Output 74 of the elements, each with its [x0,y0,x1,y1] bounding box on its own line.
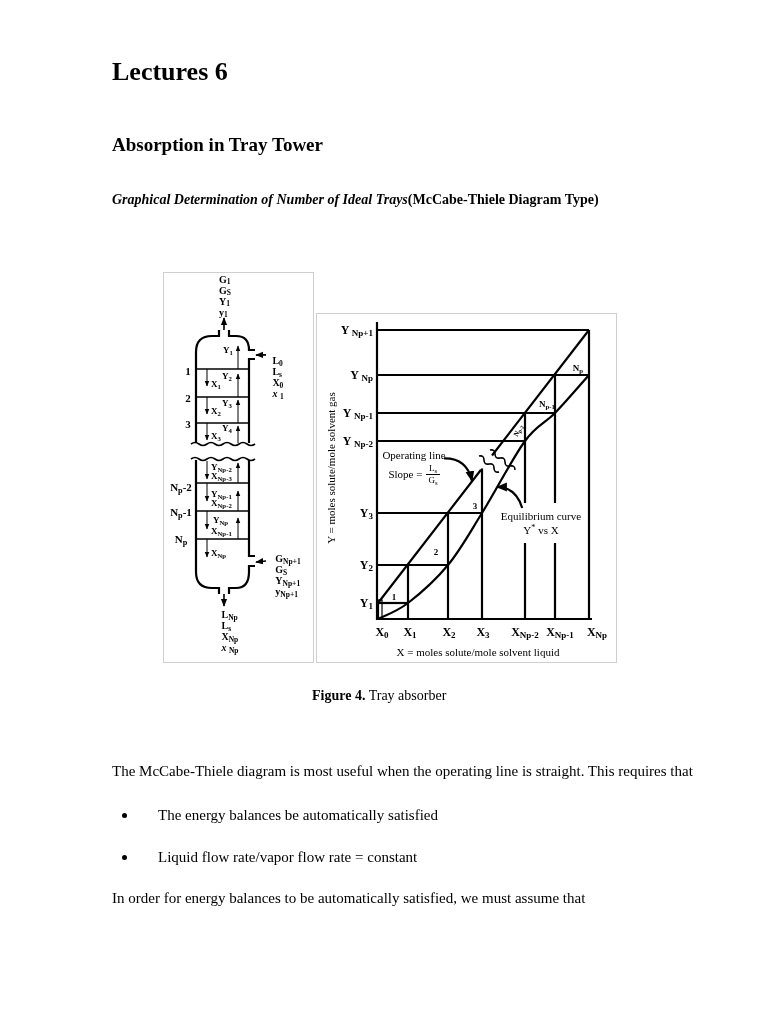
stream-label: L$_{Np}$ [221,609,238,620]
stream-label: G$_{S}$ [275,564,288,575]
stream-label: y$_{1}$ [219,306,228,318]
stream-label: X$_{Np}$ [211,548,227,558]
subheading: Graphical Determination of Number of Ideal Trays(McCabe-Thiele Diagram Type) [112,191,599,209]
tick-label: X$_{1}$ [403,626,417,638]
stream-label: Y$_{4}$ [222,423,232,433]
stream-label: Y$_{Np+1}$ [275,575,301,586]
tray-number: N$_{p}$-2 [170,481,192,493]
stream-label: X$_{Np}$ [221,631,239,642]
leader-arrow [443,457,474,483]
stream-label: Y$_{3}$ [222,398,232,408]
callout-text: Y$^{*}$ vs X [523,524,559,538]
leader-arrow [495,483,524,509]
stream-label: X$_{Np-1}$ [211,526,232,536]
tray-number: N$_{p}$ [174,533,188,545]
callout-text: Slope = [388,468,423,482]
list-item: The energy balances be automatically satisfied [158,805,439,825]
stage-number: 3 [472,501,478,511]
stream-label: G$_{S}$ [219,284,231,296]
tick-label: Y $_{Np-1}$ [342,407,373,419]
tick-label: X$_{Np-1}$ [546,626,574,638]
tick-label: X$_{Np}$ [586,626,608,638]
stream-label: Y$_{1}$ [219,295,230,307]
fraction-denominator: G$_{s}$ [426,474,440,487]
stream-label: X$_{2}$ [211,406,221,416]
stage-number: N$_{p}$ [572,363,584,373]
flow-arrow [255,558,267,565]
stage-number: 2 [433,547,439,557]
tick-label: Y$_{3}$ [359,507,373,519]
tick-label: Y $_{Np}$ [350,369,373,381]
tick-label: X$_{0}$ [375,626,389,638]
tray-number: N$_{p}$-1 [170,506,192,518]
section-heading: Absorption in Tray Tower [112,133,323,157]
stream-label: X$_{1}$ [211,379,221,389]
tick-label: X$_{Np-2}$ [511,626,539,638]
paragraph: In order for energy balances to be automatically satisfied, we must assume that [112,888,586,908]
paragraph: The McCabe-Thiele diagram is most useful when the operating line is straight. This requires that [112,761,693,781]
flow-arrow [220,593,228,607]
figure-caption: Figure 4. Tray absorber [312,687,447,705]
page-title: Lectures 6 [112,56,228,88]
stream-label: L$_{s}$ [221,620,232,631]
stream-label: X$_{0}$ [272,377,284,388]
stream-label: Y$_{Np-2}$ [211,462,232,472]
callout-text: Operating line [382,449,446,464]
stream-label: Y$_{2}$ [222,371,232,381]
tray-column-drawing [190,330,256,594]
tick-label: Y $_{Np-2}$ [342,435,373,447]
tick-label: X$_{2}$ [442,626,456,638]
stream-label: Y$_{Np-1}$ [211,489,232,499]
tick-label: Y$_{1}$ [359,597,373,609]
flow-arrow [220,317,228,331]
stream-label: Y$_{1}$ [223,345,233,355]
tray-number: 3 [185,418,191,430]
stream-label: L$_{s}$ [272,366,282,377]
axis-title: X = moles solute/mole solvent liquid [396,646,560,658]
tray-number: 2 [185,392,191,404]
tray-number: 1 [185,365,191,377]
stage-number: N$_{p-1}$ [539,399,555,409]
list-item: Liquid flow rate/vapor flow rate = constant [158,847,418,867]
stream-label: G$_{1}$ [219,273,231,285]
stream-label: G$_{Np+1}$ [275,553,301,564]
axis-title: Y = moles solute/mole solvent gas [325,392,337,544]
fraction-numerator: L$_{s}$ [428,463,438,475]
stage-number: 1 [391,592,397,602]
tick-label: X$_{3}$ [476,626,490,638]
callout-text: Equilibrium curve [500,510,582,524]
stream-label: X$_{3}$ [211,431,221,441]
stream-label: Y$_{Np}$ [213,515,229,525]
tick-label: Y$_{2}$ [359,559,373,571]
flow-arrow [255,351,267,359]
stream-label: x $_{1}$ [272,388,284,399]
stream-label: L$_{0}$ [272,355,283,366]
tick-label: Y $_{Np+1}$ [340,324,373,336]
